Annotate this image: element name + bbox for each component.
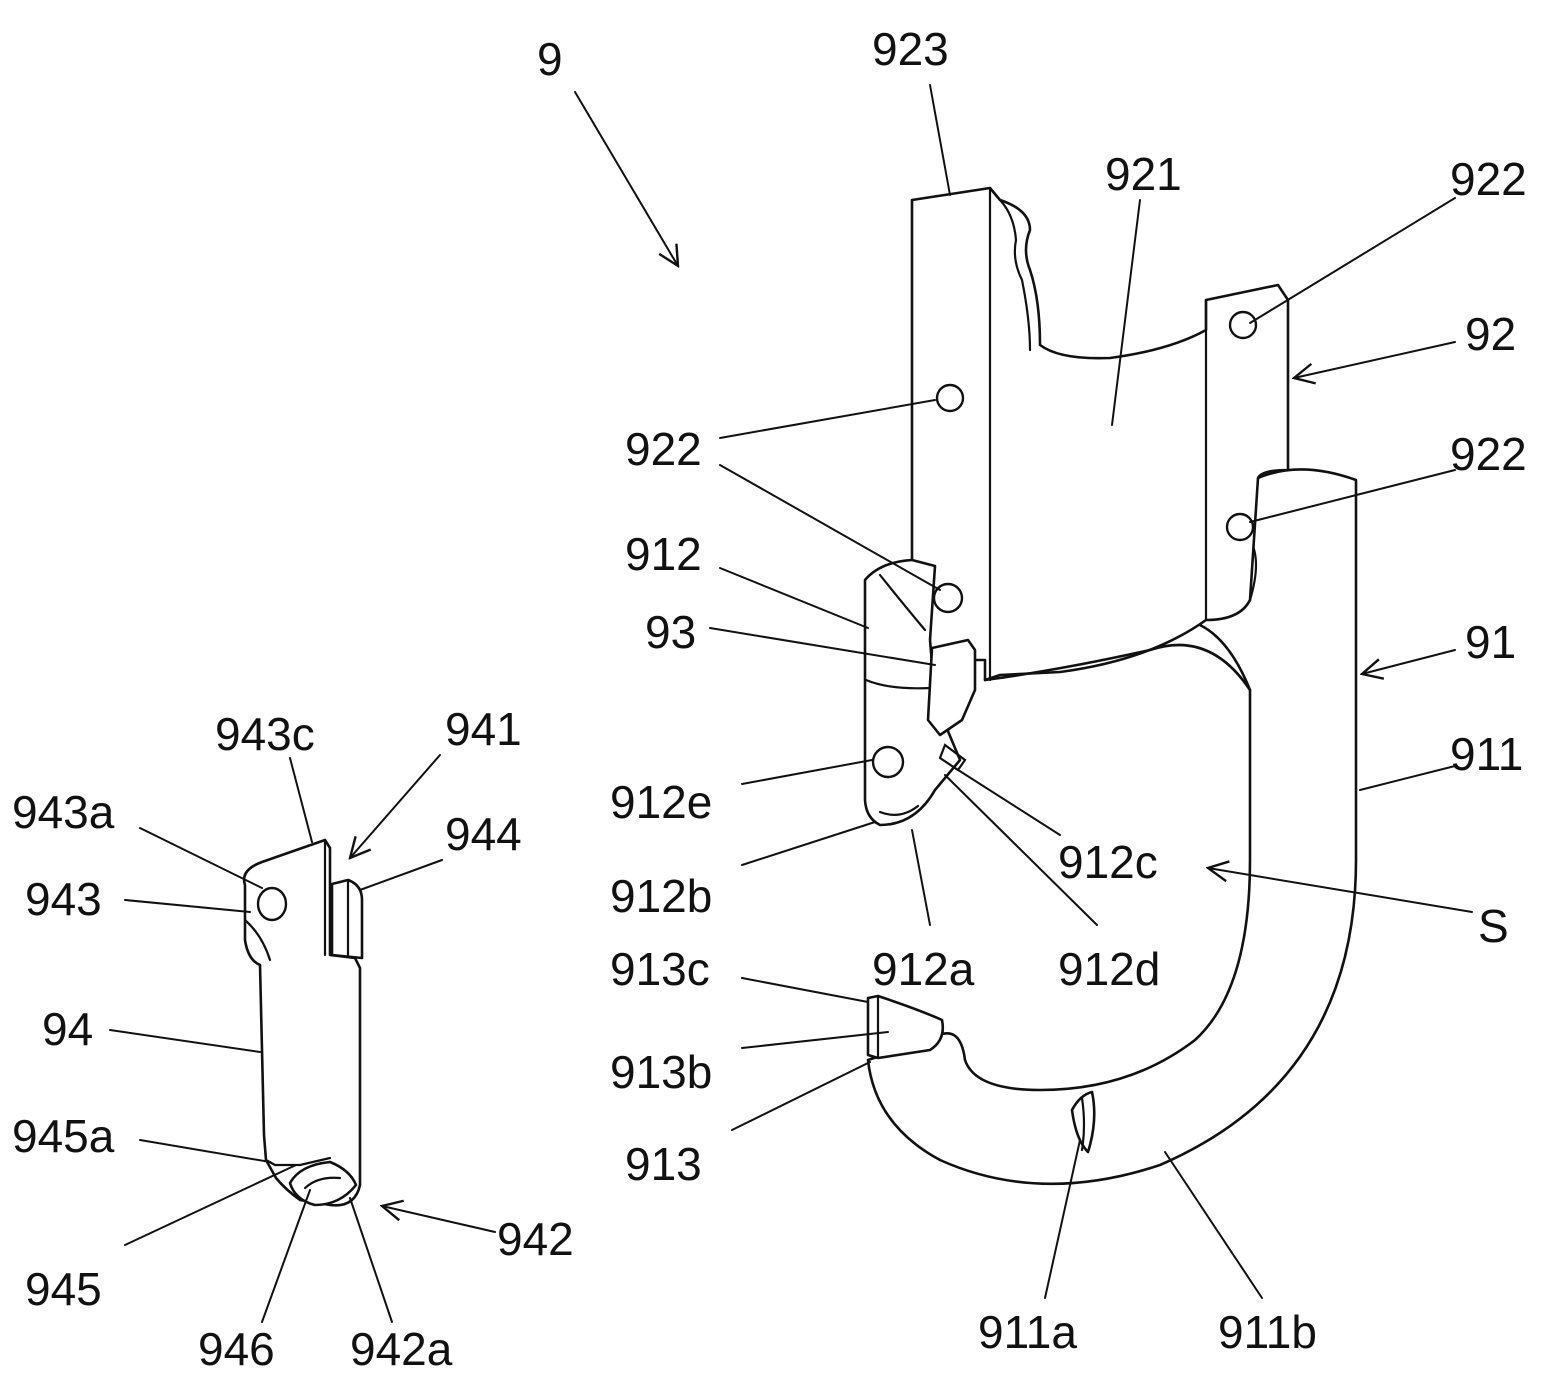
knob-912e — [871, 745, 905, 779]
hole-922-right — [1225, 512, 1255, 542]
hole-922-left — [935, 383, 965, 413]
label-92: 92 — [1465, 308, 1516, 360]
label-944: 944 — [445, 808, 522, 860]
leader-945a — [139, 1139, 271, 1163]
leader-911a — [1044, 1139, 1081, 1299]
label-93: 93 — [645, 606, 696, 658]
label-S: S — [1478, 900, 1509, 952]
leader-S — [1208, 868, 1473, 913]
leader-923 — [929, 84, 951, 196]
label-945a: 945a — [12, 1110, 115, 1162]
leader-922-left-b — [719, 464, 941, 591]
nozzle-913-body — [866, 994, 945, 1060]
label-943: 943 — [25, 873, 102, 925]
label-942a: 942a — [350, 1323, 453, 1375]
holder-92-body — [910, 186, 1290, 682]
leader-943c — [289, 757, 313, 843]
lip-942a — [288, 1160, 358, 1207]
label-913b: 913b — [610, 1046, 712, 1098]
leader-942 — [382, 1206, 496, 1233]
label-946: 946 — [198, 1323, 275, 1375]
leader-94 — [109, 1029, 261, 1053]
label-923: 923 — [872, 23, 949, 75]
slit-911a-inner — [1080, 1096, 1086, 1152]
boss-946 — [303, 1176, 342, 1190]
leader-9 — [574, 91, 678, 266]
label-911: 911 — [1450, 728, 1523, 780]
holder-92 — [910, 186, 1290, 682]
label-943c: 943c — [215, 708, 315, 760]
leader-922-right — [1249, 469, 1456, 523]
leader-912c — [954, 767, 1061, 836]
leader-912d — [944, 774, 1098, 926]
label-9: 9 — [537, 33, 563, 85]
leader-943 — [124, 899, 251, 913]
pipe-91-mouth — [983, 643, 1252, 692]
nozzle-913 — [866, 994, 945, 1060]
leader-922-top-right — [1249, 197, 1456, 324]
tip-912a — [878, 804, 920, 817]
part-94 — [109, 754, 496, 1323]
label-913: 913 — [625, 1138, 702, 1190]
leader-92 — [1294, 341, 1456, 378]
label-921: 921 — [1105, 148, 1182, 200]
label-913c: 913c — [610, 943, 710, 995]
leader-912a — [911, 829, 931, 926]
collar-912-line — [878, 573, 927, 632]
label-945: 945 — [25, 1263, 102, 1315]
leader-941 — [350, 754, 441, 858]
leader-922-left-a — [719, 399, 936, 439]
part-94-body — [242, 838, 362, 1207]
label-941: 941 — [445, 703, 522, 755]
label-912e: 912e — [610, 776, 712, 828]
label-922-top-right: 922 — [1450, 153, 1527, 205]
leader-912b — [741, 821, 876, 866]
leader-912e — [741, 759, 873, 785]
leader-91 — [1362, 649, 1456, 674]
leader-913b — [741, 1031, 889, 1049]
hole-943 — [256, 886, 288, 922]
leader-911 — [1359, 765, 1456, 791]
label-922-right: 922 — [1450, 428, 1527, 480]
leader-911b — [1164, 1151, 1263, 1299]
leader-946 — [261, 1189, 311, 1323]
label-912c: 912c — [1058, 836, 1158, 888]
reference-labels: 9 923 921 922 92 922 922 912 93 91 911 9… — [12, 23, 1527, 1375]
label-922-left: 922 — [625, 423, 702, 475]
clip-93 — [926, 638, 977, 737]
label-91: 91 — [1465, 616, 1516, 668]
flange-943 — [243, 918, 272, 962]
leader-945 — [124, 1164, 297, 1246]
holder-92-cut — [998, 198, 1032, 352]
label-912: 912 — [625, 528, 702, 580]
leader-913 — [731, 1061, 871, 1131]
label-911a: 911a — [978, 1306, 1077, 1358]
label-94: 94 — [42, 1003, 93, 1055]
assembly-9 — [574, 84, 1473, 1299]
label-912a: 912a — [872, 943, 975, 995]
label-911b: 911b — [1218, 1306, 1317, 1358]
leader-944 — [359, 859, 443, 891]
label-912b: 912b — [610, 870, 712, 922]
leader-912 — [719, 567, 869, 629]
leader-921 — [1111, 199, 1141, 426]
leader-913c — [741, 977, 869, 1003]
label-942: 942 — [497, 1213, 574, 1265]
hole-922-top-right — [1228, 310, 1258, 340]
label-912d: 912d — [1058, 943, 1160, 995]
leader-93 — [709, 627, 936, 666]
collar-912-band — [864, 678, 932, 690]
leader-942a — [349, 1197, 393, 1323]
label-943a: 943a — [12, 786, 115, 838]
leader-943a — [139, 827, 263, 889]
